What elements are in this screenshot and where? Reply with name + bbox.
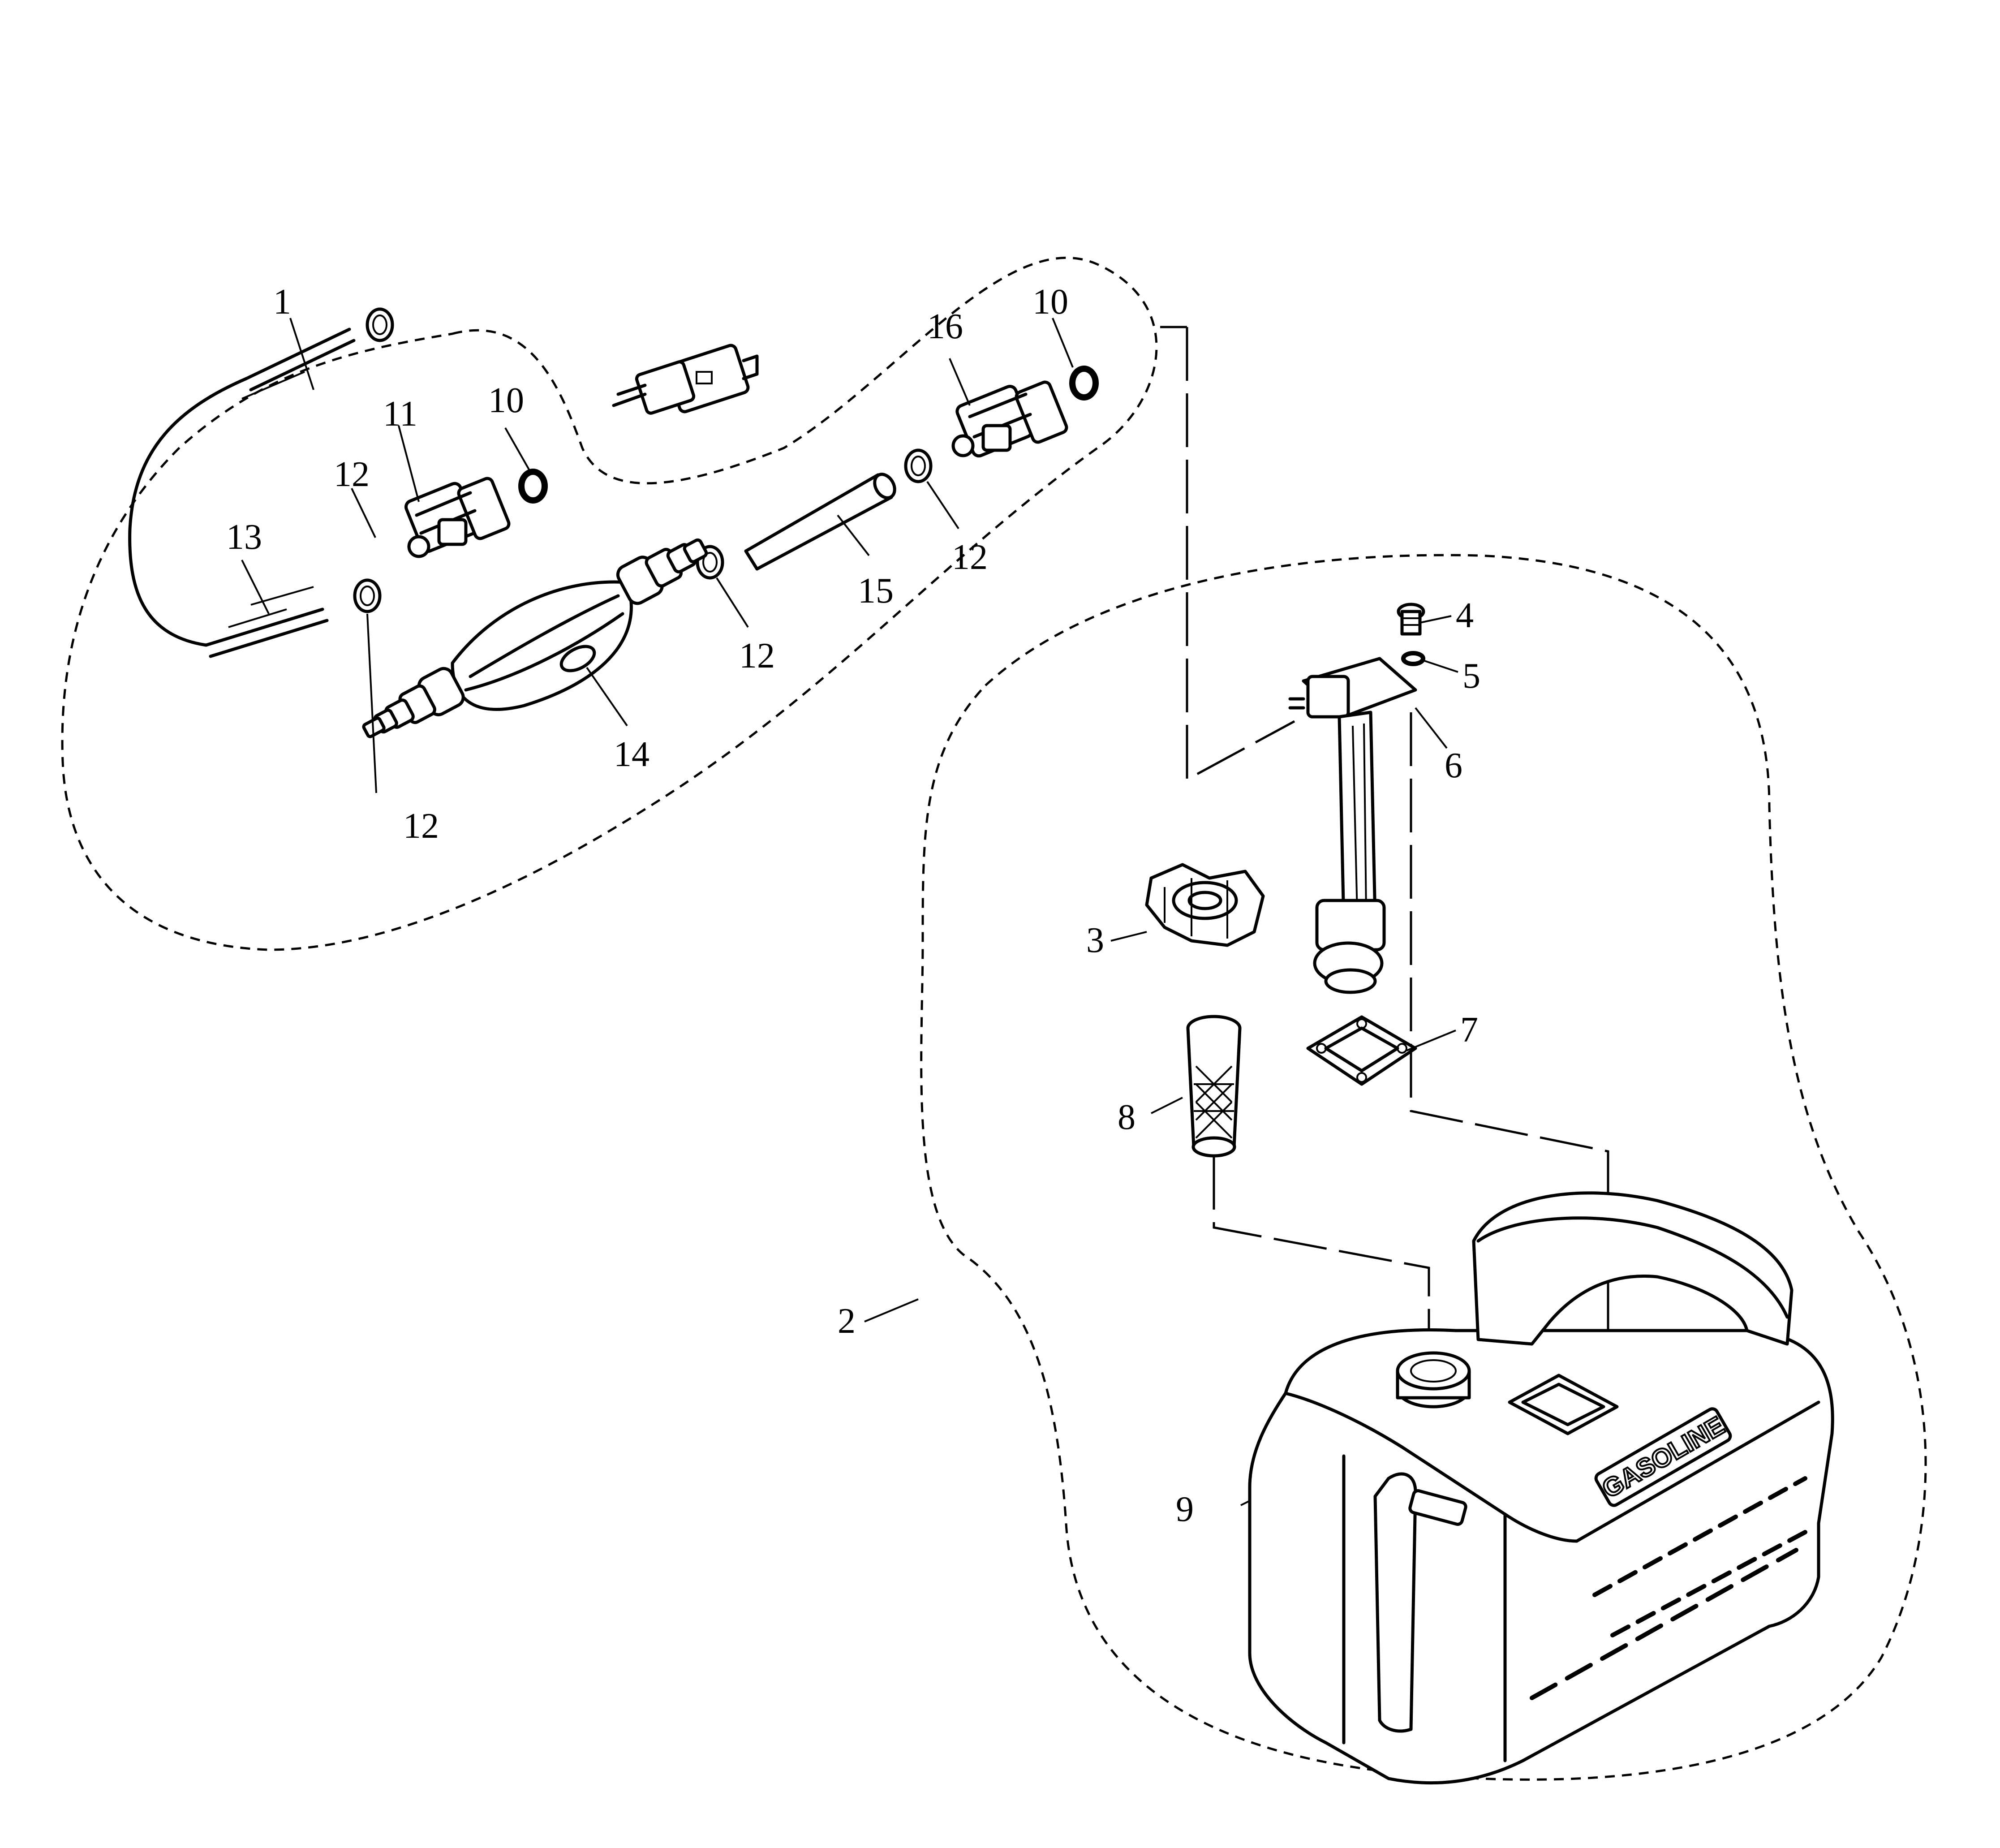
callout-5: 5 — [1462, 656, 1480, 696]
primer-bulb-14 — [362, 538, 708, 738]
connector-16 — [951, 380, 1068, 458]
callout-12d: 12 — [952, 538, 988, 577]
assembly-2-boundary — [920, 554, 1927, 1781]
callout-8: 8 — [1118, 1098, 1135, 1137]
hose-clamp-12a — [366, 307, 394, 342]
fuel-pickup-6 — [1288, 657, 1417, 994]
hose-clamp-12d — [904, 448, 933, 483]
assembly-1-boundary — [61, 257, 1158, 951]
callout-12b: 12 — [403, 806, 439, 846]
damper-3 — [1145, 863, 1265, 947]
callout-13: 13 — [226, 517, 262, 557]
callout-10a: 10 — [488, 381, 524, 420]
callout-9: 9 — [1176, 1490, 1194, 1529]
callout-7: 7 — [1460, 1010, 1478, 1050]
washer-5 — [1401, 651, 1425, 666]
strainer-8 — [1186, 1015, 1242, 1158]
callout-4: 4 — [1456, 596, 1474, 635]
gasket-7 — [1306, 1015, 1417, 1086]
screw-4 — [1397, 603, 1425, 636]
callout-2: 2 — [838, 1301, 856, 1341]
callout-6: 6 — [1445, 746, 1462, 785]
callout-1: 1 — [273, 282, 291, 322]
callout-10b: 10 — [1032, 282, 1068, 322]
fuel-hose-13 — [128, 327, 356, 658]
o-ring-10a — [518, 469, 548, 504]
o-ring-10b — [1069, 366, 1099, 401]
fuel-hose-15 — [744, 473, 896, 571]
callout-12c: 12 — [739, 636, 775, 676]
callout-3: 3 — [1086, 921, 1104, 960]
callout-11: 11 — [383, 394, 417, 434]
callout-14: 14 — [614, 735, 649, 774]
leader-lines — [241, 318, 1458, 1506]
hose-clamp-12b — [353, 578, 382, 613]
connector-11 — [404, 477, 511, 558]
callout-12a: 12 — [334, 455, 370, 494]
fuel-tank-9: GASOLINE — [1248, 1191, 1834, 1785]
callout-15: 15 — [858, 571, 894, 611]
callout-16: 16 — [927, 307, 963, 346]
callout-labels: 1 2 3 4 5 6 7 8 9 10 10 11 12 12 12 12 1… — [226, 282, 1480, 1529]
engine-fitting — [612, 344, 759, 415]
